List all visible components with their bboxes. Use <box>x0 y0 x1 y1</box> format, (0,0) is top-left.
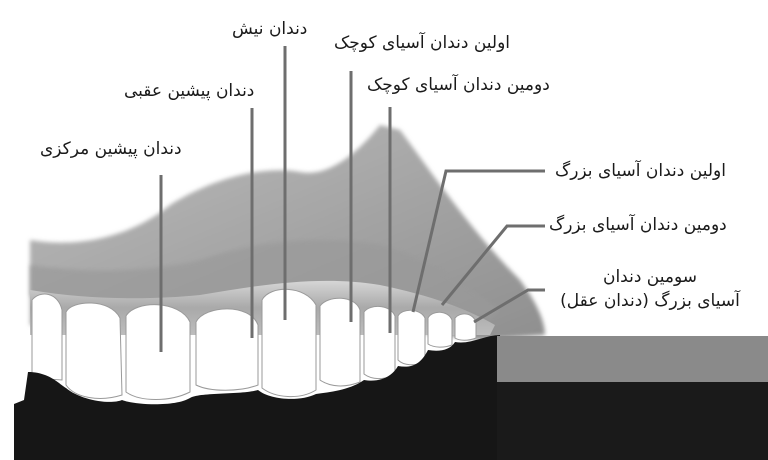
leader-lines <box>159 46 545 352</box>
leader-first-molar <box>411 169 545 313</box>
label-first-premolar: اولین دندان آسیای کوچک <box>334 33 511 53</box>
label-central-incisor: دندان پیشین مرکزی <box>40 139 182 159</box>
label-third-molar-line2: آسیای بزرگ (دندان عقل) <box>560 291 740 311</box>
tooth-canine <box>261 288 317 397</box>
tooth-second-molar <box>427 311 453 348</box>
leader-third-molar <box>473 288 545 324</box>
tooth-lateral-left <box>65 302 123 399</box>
lower-dark-band <box>497 382 768 460</box>
label-second-molar: دومین دندان آسیای بزرگ <box>549 215 727 235</box>
tooth-left-edge <box>31 293 63 381</box>
tooth-first-molar <box>397 309 426 366</box>
label-canine: دندان نیش <box>232 19 308 39</box>
tooth-third-molar <box>454 313 477 341</box>
label-second-premolar: دومین دندان آسیای کوچک <box>367 75 550 95</box>
label-lateral-incisor: دندان پیشین عقبی <box>124 81 255 101</box>
tooth-lateral-incisor <box>195 308 259 391</box>
label-third-molar-line1: سومین دندان <box>602 267 698 287</box>
label-first-molar: اولین دندان آسیای بزرگ <box>555 161 726 181</box>
leader-second-molar <box>440 224 545 306</box>
tooth-first-premolar <box>319 297 361 387</box>
tooth-central-incisor <box>125 304 191 400</box>
teeth <box>31 288 477 400</box>
mouth-shadow <box>14 335 500 460</box>
lower-gray-band <box>497 336 768 382</box>
